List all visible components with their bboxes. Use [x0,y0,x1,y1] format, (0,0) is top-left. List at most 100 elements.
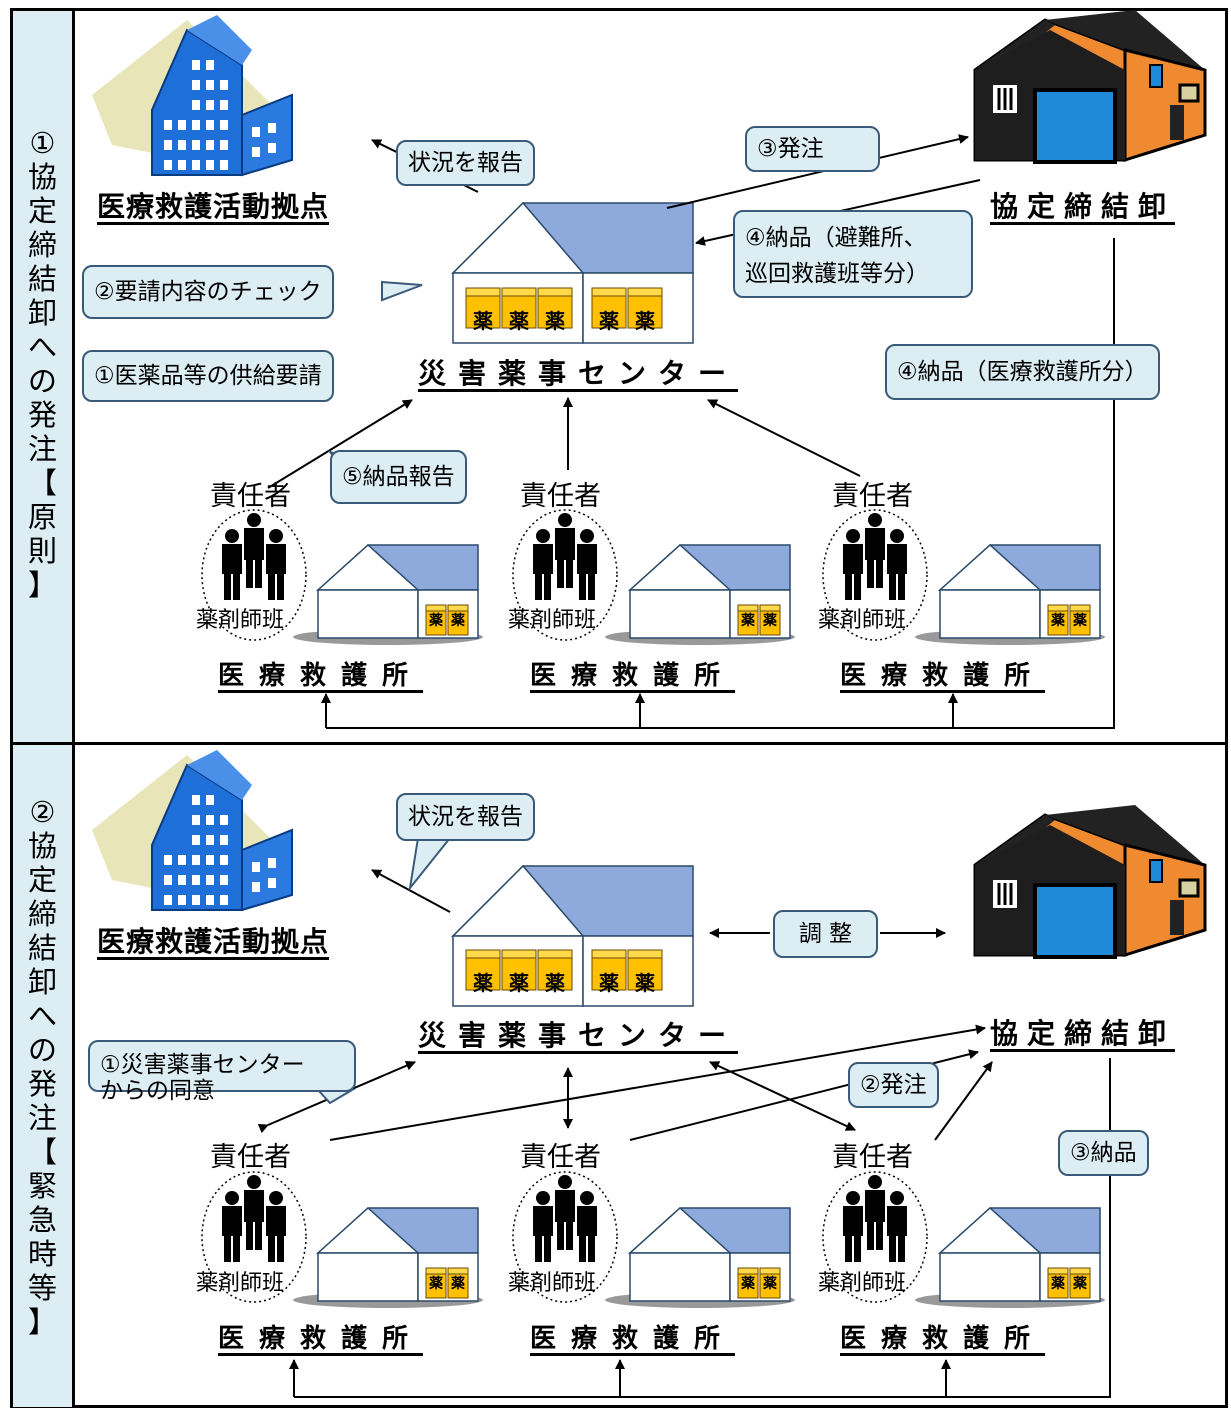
clinic-building-icon [604,1207,796,1309]
medicine-box-label: 薬 [1073,1276,1087,1292]
medicine-box-label: 薬 [473,971,493,995]
delivery-shelter-line1: ④納品（避難所、 [745,225,927,251]
section-divider [10,742,1228,745]
report-callout: 状況を報告 [396,140,535,186]
section2-graphics [91,749,1207,1398]
vertical-title-char: 注 [27,432,57,466]
clinic-label: 医療救護所 [530,1324,736,1354]
vertical-title-char: 締 [27,897,57,931]
vertical-title-char: 時 [27,1237,57,1271]
vertical-title-char: 】 [27,1305,57,1339]
leader-label: 責任者 [520,481,601,512]
leader-label: 責任者 [832,481,913,512]
medicine-box-label: 薬 [741,1276,755,1292]
vertical-title-char: の [27,1033,57,1067]
consent-callout: ①災害薬事センター からの同意 [88,1040,356,1104]
medicine-box-label: 薬 [635,971,655,995]
vertical-title-char: 注 [27,1101,57,1135]
medicine-box-label: 薬 [1051,1276,1065,1292]
medicine-box-label: 薬 [635,309,655,333]
medicine-box-label: 薬 [599,971,619,995]
request-callout: ①医薬品等の供給要請 [82,350,334,402]
vertical-title-char: 発 [27,398,57,432]
clinic-label: 医療救護所 [218,661,424,691]
pharmacist-team-label: 薬剤師班 [196,1271,285,1296]
medicine-box-label: 薬 [429,1276,443,1292]
order-callout: ②発注 [848,1062,939,1108]
leader-label: 責任者 [520,1142,601,1173]
clinic-building-icon [914,544,1106,646]
wholesaler-warehouse-icon [973,803,1207,959]
pharmacist-team-label: 薬剤師班 [818,608,907,633]
clinic-building-icon [292,544,484,646]
delivery-clinic-callout: ④納品（医療救護所分） [885,344,1160,400]
vertical-title-char: 締 [27,228,57,262]
medicine-box-label: 薬 [1051,613,1065,629]
order-callout: ③発注 [745,126,880,172]
clinic-building-icon [292,1207,484,1309]
vertical-title-char: 結 [27,262,57,296]
vertical-title-char: 原 [27,500,57,534]
adjust-callout: 調 整 [773,910,878,958]
medical-base-building-icon [91,14,293,176]
vertical-title-char: 【 [27,466,57,500]
delivery-report-callout: ⑤納品報告 [330,450,467,504]
medical-base-label: 医療救護活動拠点 [97,925,330,958]
medicine-box-label: 薬 [473,309,493,333]
vertical-title-char: へ [27,999,57,1033]
clinic-building-icon [914,1207,1106,1309]
clinic-label: 医療救護所 [530,661,736,691]
clinic-label: 医療救護所 [840,1324,1046,1354]
vertical-title-char: 定 [27,863,57,897]
vertical-title-char: 】 [27,568,57,602]
vertical-title-char: 則 [27,534,57,568]
delivery-shelter-callout: ④納品（避難所、 巡回救護班等分） [733,210,973,298]
medicine-box-label: 薬 [451,1276,465,1292]
consent-line1: ①災害薬事センター [100,1052,305,1078]
medicine-box-label: 薬 [599,309,619,333]
vertical-title-char: の [27,364,57,398]
pharmacist-team-label: 薬剤師班 [196,608,285,633]
medicine-box-label: 薬 [763,613,777,629]
delivery-shelter-line2: 巡回救護班等分） [745,261,929,287]
wholesaler-warehouse-icon [973,8,1207,164]
medicine-box-label: 薬 [763,1276,777,1292]
vertical-title-char: 協 [27,829,57,863]
vertical-title-char: 【 [27,1135,57,1169]
medicine-box-label: 薬 [1073,613,1087,629]
medicine-box-label: 薬 [509,971,529,995]
clinic-building-icon [604,544,796,646]
vertical-title-char: 結 [27,931,57,965]
pharmacist-team-label: 薬剤師班 [508,1271,597,1296]
disaster-center-label: 災害薬事センター [418,1019,739,1052]
leader-label: 責任者 [210,481,291,512]
leader-label: 責任者 [210,1142,291,1173]
vertical-title-char: ① [29,126,56,160]
report-callout: 状況を報告 [396,793,535,841]
medicine-box-label: 薬 [545,971,565,995]
delivery-callout: ③納品 [1058,1130,1149,1176]
pharmacist-team-label: 薬剤師班 [508,608,597,633]
vertical-title-char: 卸 [27,965,57,999]
vertical-title-char: 定 [27,194,57,228]
vertical-title-char: 協 [27,160,57,194]
vertical-title-char: 卸 [27,296,57,330]
consent-line2: からの同意 [100,1078,215,1104]
vertical-title-char: 等 [27,1271,57,1305]
pharmacist-team-label: 薬剤師班 [818,1271,907,1296]
medicine-box-label: 薬 [741,613,755,629]
vertical-title-char: ② [29,795,56,829]
wholesaler-label: 協定締結卸 [990,1017,1176,1050]
clinic-label: 医療救護所 [840,661,1046,691]
medicine-box-label: 薬 [545,309,565,333]
vertical-title-char: 発 [27,1067,57,1101]
medicine-box-label: 薬 [509,309,529,333]
disaster-center-label: 災害薬事センター [418,357,739,390]
vertical-title-char: へ [27,330,57,364]
medical-base-label: 医療救護活動拠点 [97,190,330,223]
